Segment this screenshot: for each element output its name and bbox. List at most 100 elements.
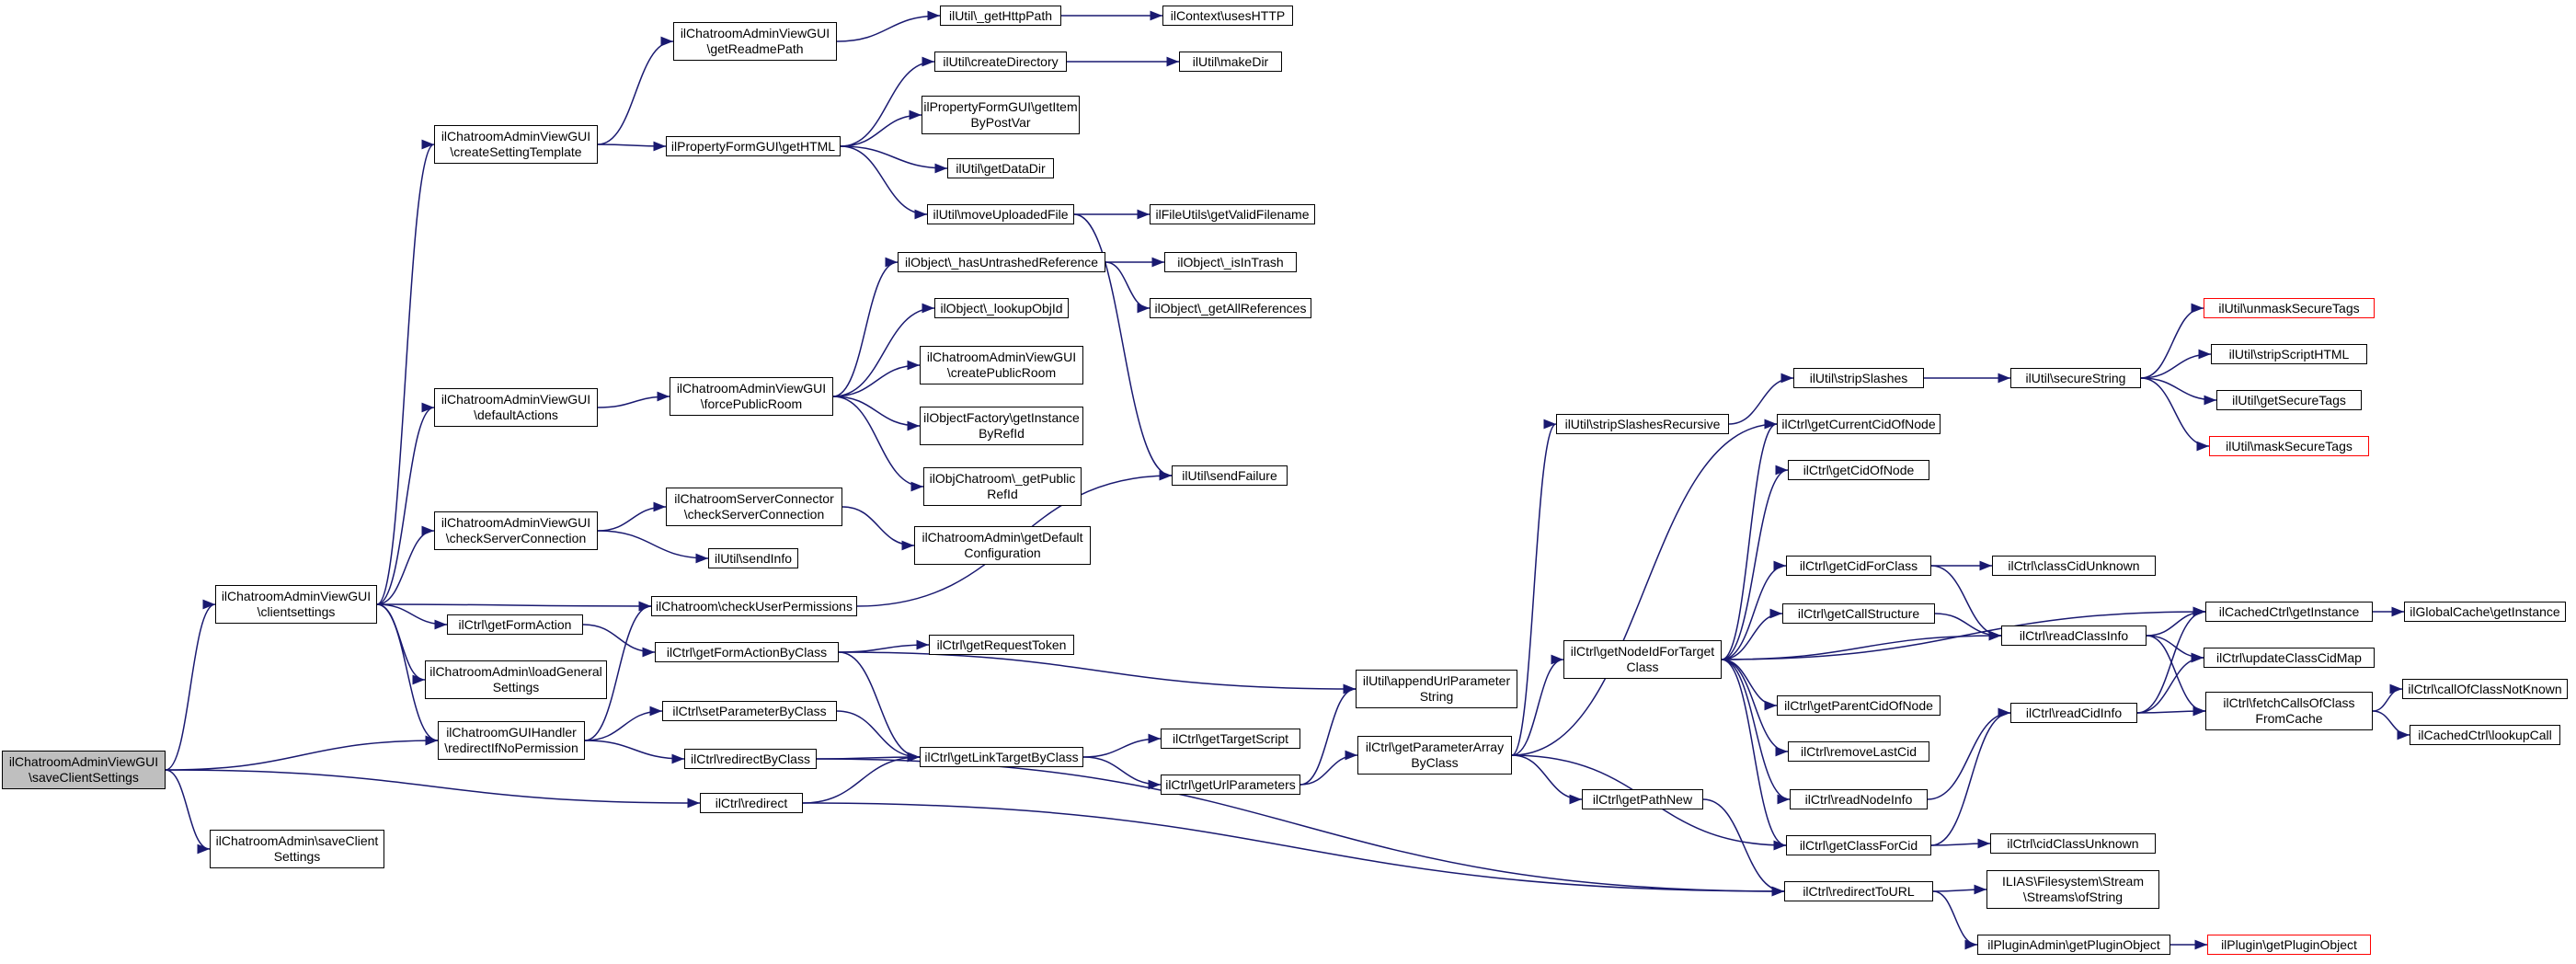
edge-checkServerConn-to-serverConnCheck: [597, 501, 667, 532]
node-remove-last-cid[interactable]: ilCtrl\removeLastCid: [1788, 741, 1929, 762]
edge-getFormActionByClass-to-getLinkTargetByClass: [838, 651, 921, 763]
node-cached-ctrl-get-instance[interactable]: ilCachedCtrl\getInstance: [2205, 602, 2373, 622]
node-get-path-new[interactable]: ilCtrl\getPathNew: [1582, 789, 1703, 809]
edge-getHTML-to-getDataDir: [840, 145, 948, 174]
edge-getNodeIdForTargetClass-to-readClassInfo: [1721, 630, 2002, 660]
node-get-instance-by-ref-id[interactable]: ilObjectFactory\getInstance ByRefId: [920, 407, 1083, 445]
node-get-class-for-cid[interactable]: ilCtrl\getClassForCid: [1786, 835, 1931, 855]
node-check-server-conn[interactable]: ilChatroomAdminViewGUI \checkServerConne…: [434, 511, 598, 550]
edge-getHTML-to-moveUploadedFile: [840, 145, 928, 220]
edge-defaultActions-to-forcePublicRoom: [597, 391, 670, 408]
edge-clientsettings-to-checkUserPerm: [376, 601, 652, 612]
node-get-valid-filename[interactable]: ilFileUtils\getValidFilename: [1150, 204, 1315, 224]
node-get-node-id-for-target-class[interactable]: ilCtrl\getNodeIdForTarget Class: [1563, 640, 1722, 679]
node-has-untrashed[interactable]: ilObject\_hasUntrashedReference: [898, 252, 1105, 272]
node-get-call-structure[interactable]: ilCtrl\getCallStructure: [1782, 603, 1935, 624]
node-load-general[interactable]: ilChatroomAdmin\loadGeneral Settings: [425, 660, 607, 699]
node-call-of-class-not-known[interactable]: ilCtrl\callOfClassNotKnown: [2402, 679, 2568, 699]
node-append-url-parameter-string[interactable]: ilUtil\appendUrlParameter String: [1356, 670, 1517, 708]
node-create-setting[interactable]: ilChatroomAdminViewGUI \createSettingTem…: [434, 125, 598, 164]
node-get-secure-tags[interactable]: ilUtil\getSecureTags: [2216, 390, 2362, 410]
edge-getReadmePath-to-getHttpPath: [836, 10, 941, 42]
node-get-link-target-by-class[interactable]: ilCtrl\getLinkTargetByClass: [920, 747, 1083, 767]
edge-getParameterArrayByClass-to-getPathNew: [1511, 754, 1583, 805]
edge-getNodeIdForTargetClass-to-getParentCidOfNode: [1721, 659, 1778, 711]
node-get-plugin-object-admin[interactable]: ilPluginAdmin\getPluginObject: [1977, 935, 2170, 955]
node-strip-script-html[interactable]: ilUtil\stripScriptHTML: [2211, 344, 2367, 364]
node-get-http-path[interactable]: ilUtil\_getHttpPath: [940, 6, 1061, 26]
node-create-public-room[interactable]: ilChatroomAdminViewGUI \createPublicRoom: [920, 346, 1083, 384]
node-get-public-ref-id[interactable]: ilObjChatroom\_getPublic RefId: [923, 467, 1082, 506]
node-default-actions[interactable]: ilChatroomAdminViewGUI \defaultActions: [434, 388, 598, 427]
edge-clientsettings-to-checkServerConn: [376, 525, 435, 605]
edge-redirect-to-getLinkTargetByClass: [802, 752, 921, 804]
node-get-html[interactable]: ilPropertyFormGUI\getHTML: [666, 136, 841, 156]
edge-forcePublicRoom-to-getInstanceByRefId: [832, 396, 921, 431]
edge-getUrlParameters-to-appendUrlParameterString: [1299, 683, 1357, 786]
node-cid-class-unknown[interactable]: ilCtrl\cidClassUnknown: [1990, 833, 2156, 854]
node-force-public-room[interactable]: ilChatroomAdminViewGUI \forcePublicRoom: [670, 377, 833, 416]
node-secure-string[interactable]: ilUtil\secureString: [2010, 368, 2141, 388]
node-get-form-action-by-class[interactable]: ilCtrl\getFormActionByClass: [655, 642, 839, 662]
node-clientsettings[interactable]: ilChatroomAdminViewGUI \clientsettings: [215, 585, 377, 624]
node-is-in-trash[interactable]: ilObject\_isInTrash: [1164, 252, 1297, 272]
node-get-url-parameters[interactable]: ilCtrl\getUrlParameters: [1161, 775, 1300, 795]
node-get-request-token[interactable]: ilCtrl\getRequestToken: [929, 635, 1074, 655]
node-filesystem-stream[interactable]: ILIAS\Filesystem\Stream \Streams\ofStrin…: [1986, 870, 2159, 909]
node-send-failure[interactable]: ilUtil\sendFailure: [1172, 465, 1288, 486]
node-class-cid-unknown[interactable]: ilCtrl\classCidUnknown: [1992, 556, 2156, 576]
node-get-readme-path[interactable]: ilChatroomAdminViewGUI \getReadmePath: [673, 22, 837, 61]
edge-readClassInfo-to-cachedCtrlGetInstance: [2146, 606, 2206, 637]
node-get-form-action[interactable]: ilCtrl\getFormAction: [447, 614, 583, 635]
node-mask-secure-tags[interactable]: ilUtil\maskSecureTags: [2209, 436, 2369, 456]
edge-root-to-adminSaveClient: [165, 769, 211, 855]
edge-getNodeIdForTargetClass-to-getCurrentCidOfNode: [1721, 419, 1778, 660]
node-get-cid-of-node[interactable]: ilCtrl\getCidOfNode: [1788, 460, 1929, 480]
node-global-cache-get-instance[interactable]: ilGlobalCache\getInstance: [2404, 602, 2566, 622]
node-uses-http[interactable]: ilContext\usesHTTP: [1162, 6, 1293, 26]
node-redirect[interactable]: ilCtrl\redirect: [700, 793, 803, 813]
node-get-default-config[interactable]: ilChatroomAdmin\getDefault Configuration: [914, 526, 1091, 565]
node-send-info[interactable]: ilUtil\sendInfo: [708, 548, 798, 568]
node-fetch-calls-of-class-from-cache[interactable]: ilCtrl\fetchCallsOfClass FromCache: [2205, 692, 2373, 730]
node-root[interactable]: ilChatroomAdminViewGUI \saveClientSettin…: [2, 751, 166, 789]
node-admin-save-client[interactable]: ilChatroomAdmin\saveClient Settings: [210, 830, 384, 868]
edge-moveUploadedFile-to-sendFailure: [1073, 213, 1173, 481]
node-get-plugin-object[interactable]: ilPlugin\getPluginObject: [2207, 935, 2371, 955]
node-set-parameter-by-class[interactable]: ilCtrl\setParameterByClass: [662, 701, 837, 721]
node-strip-slashes[interactable]: ilUtil\stripSlashes: [1793, 368, 1924, 388]
edge-redirectIfNo-to-setParameterByClass: [584, 706, 663, 741]
node-get-cid-for-class[interactable]: ilCtrl\getCidForClass: [1786, 556, 1931, 576]
node-redirect-by-class[interactable]: ilCtrl\redirectByClass: [684, 749, 817, 769]
node-get-data-dir[interactable]: ilUtil\getDataDir: [947, 158, 1054, 178]
node-make-dir[interactable]: ilUtil\makeDir: [1179, 52, 1282, 72]
node-strip-slashes-recursive[interactable]: ilUtil\stripSlashesRecursive: [1556, 414, 1729, 434]
edge-createSetting-to-getReadmePath: [597, 36, 674, 145]
node-update-class-cid-map[interactable]: ilCtrl\updateClassCidMap: [2204, 648, 2375, 668]
node-lookup-call[interactable]: ilCachedCtrl\lookupCall: [2410, 725, 2560, 745]
node-check-user-perm[interactable]: ilChatroom\checkUserPermissions: [651, 596, 857, 616]
edge-forcePublicRoom-to-createPublicRoom: [832, 360, 921, 397]
edge-getUrlParameters-to-getParameterArrayByClass: [1299, 750, 1358, 786]
node-get-target-script[interactable]: ilCtrl\getTargetScript: [1161, 729, 1300, 749]
node-create-directory[interactable]: ilUtil\createDirectory: [934, 52, 1067, 72]
node-unmask-secure-tags[interactable]: ilUtil\unmaskSecureTags: [2204, 298, 2375, 318]
edge-redirectIfNo-to-redirectByClass: [584, 740, 685, 764]
node-get-parameter-array-by-class[interactable]: ilCtrl\getParameterArray ByClass: [1357, 736, 1512, 775]
node-read-class-info[interactable]: ilCtrl\readClassInfo: [2001, 625, 2147, 646]
node-read-cid-info[interactable]: ilCtrl\readCidInfo: [2010, 703, 2137, 723]
node-move-uploaded-file[interactable]: ilUtil\moveUploadedFile: [927, 204, 1074, 224]
node-lookup-obj-id[interactable]: ilObject\_lookupObjId: [934, 298, 1069, 318]
node-get-item-by-post-var[interactable]: ilPropertyFormGUI\getItem ByPostVar: [922, 96, 1080, 134]
edge-getNodeIdForTargetClass-to-readNodeInfo: [1721, 659, 1791, 805]
node-get-current-cid-of-node[interactable]: ilCtrl\getCurrentCidOfNode: [1777, 414, 1941, 434]
node-get-parent-cid-of-node[interactable]: ilCtrl\getParentCidOfNode: [1777, 695, 1941, 716]
edge-clientsettings-to-createSetting: [376, 139, 435, 605]
node-redirect-to-url[interactable]: ilCtrl\redirectToURL: [1784, 881, 1933, 901]
node-server-conn-check[interactable]: ilChatroomServerConnector \checkServerCo…: [666, 488, 842, 526]
node-get-all-references[interactable]: ilObject\_getAllReferences: [1150, 298, 1311, 318]
edge-getNodeIdForTargetClass-to-removeLastCid: [1721, 659, 1789, 757]
node-redirect-if-no[interactable]: ilChatroomGUIHandler \redirectIfNoPermis…: [438, 721, 585, 760]
node-read-node-info[interactable]: ilCtrl\readNodeInfo: [1790, 789, 1928, 809]
